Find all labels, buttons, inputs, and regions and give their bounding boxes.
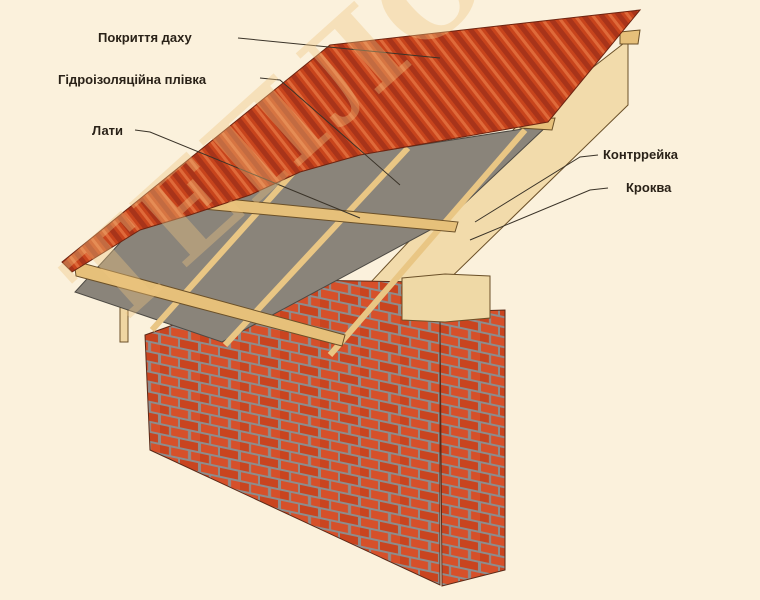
wall-plate (401, 273, 491, 323)
brick-pier (439, 309, 506, 587)
label-waterproof-membrane: Гідроізоляційна плівка (58, 72, 207, 87)
label-rafter: Кроква (626, 180, 672, 195)
label-battens: Лати (92, 123, 124, 138)
batten (619, 29, 641, 45)
label-counter-batten: Контррейка (603, 147, 678, 162)
counter-batten (327, 128, 528, 357)
roof-tiles (61, 9, 642, 273)
label-roof-covering: Покриття даху (98, 30, 192, 45)
leader-lines (134, 37, 609, 241)
